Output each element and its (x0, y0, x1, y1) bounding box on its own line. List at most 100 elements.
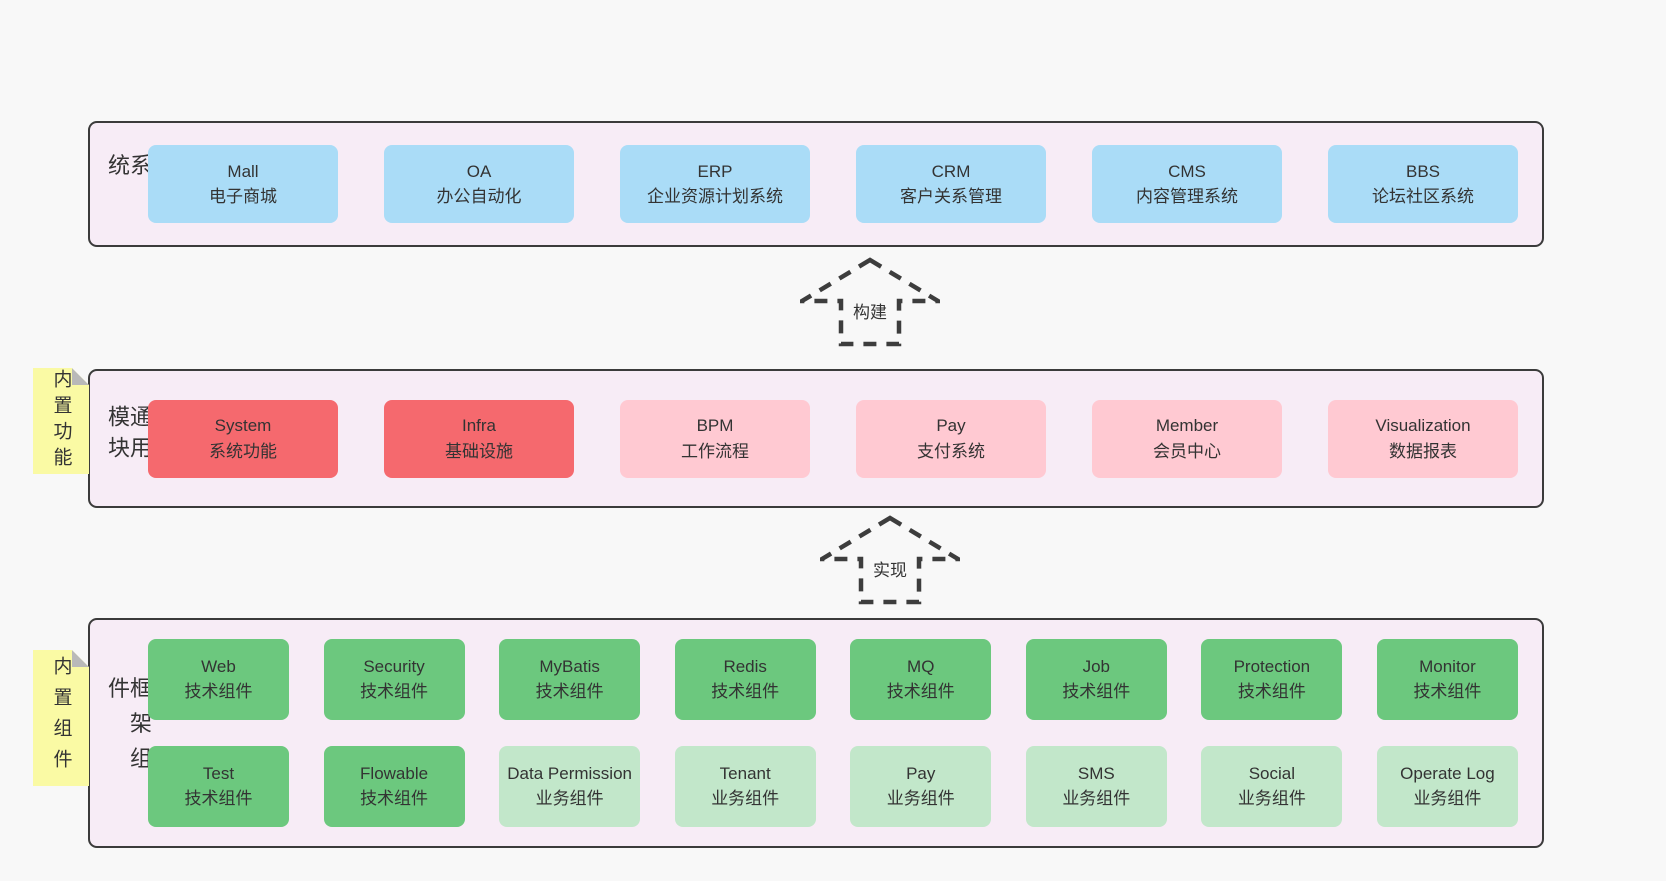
dashed-up-arrow-icon (820, 515, 960, 605)
box-crm: CRM 客户关系管理 (856, 145, 1046, 223)
box-name: Data Permission (507, 764, 632, 784)
dashed-up-arrow-icon (800, 257, 940, 347)
section-common-modules: 通用模块 System 系统功能 Infra 基础设施 BPM 工作流程 Pay 支付系统 Me… (88, 369, 1544, 508)
box-subtitle: 办公自动化 (436, 187, 522, 206)
box-subtitle: 业务组件 (711, 788, 780, 808)
arrow-implement: 实现 (820, 514, 960, 606)
box-mybatis: MyBatis 技术组件 (499, 639, 641, 720)
modules-box-rows: System 系统功能 Infra 基础设施 BPM 工作流程 Pay 支付系统 Member 会… (148, 371, 1518, 506)
arrow-build: 构建 (800, 256, 940, 348)
box-bpm: BPM 工作流程 (620, 399, 810, 478)
box-subtitle: 工作流程 (681, 441, 749, 461)
box-name: ERP (697, 161, 733, 181)
box-row: System 系统功能 Infra 基础设施 BPM 工作流程 Pay 支付系统 Member 会… (148, 399, 1518, 478)
box-name: Mall (227, 161, 259, 181)
box-tenant: Tenant 业务组件 (674, 746, 816, 827)
box-subtitle: 企业资源计划系统 (647, 187, 783, 206)
box-erp: ERP 企业资源计划系统 (620, 145, 810, 223)
box-name: System (214, 416, 272, 435)
box-subtitle: 业务组件 (1237, 788, 1306, 808)
box-name: Pay (906, 764, 936, 784)
box-monitor: Monitor 技术组件 (1376, 639, 1518, 720)
section-label-framework-components: 框架组件 (105, 676, 152, 782)
box-protection: Protection 技术组件 (1201, 639, 1343, 720)
box-subtitle: 技术组件 (184, 788, 253, 808)
box-name: Operate Log (1400, 764, 1495, 784)
box-member: Member 会员中心 (1092, 399, 1282, 478)
box-system: System 系统功能 (148, 399, 338, 478)
section-business-systems: 业务系统 Mall电子商城OA办公自动化ERP企业资源计划系统CRM客户关系管理… (88, 121, 1544, 247)
box-name: Infra (461, 416, 497, 435)
section-label-common-modules: 通用模块 (105, 404, 152, 467)
box-pay: Pay 业务组件 (850, 746, 992, 827)
box-name: Flowable (360, 764, 429, 784)
box-name: Redis (723, 657, 767, 677)
box-name: Monitor (1419, 657, 1476, 677)
box-name: Member (1155, 416, 1219, 435)
box-subtitle: 会员中心 (1153, 441, 1221, 461)
box-name: SMS (1077, 764, 1115, 784)
business-box-rows: Mall 电子商城 OA 办公自动化 ERP 企业资源计划系统 CRM 客户关系管理 CMS 内容… (148, 123, 1518, 245)
box-name: Tenant (719, 764, 771, 784)
box-operate-log: Operate Log 业务组件 (1376, 746, 1518, 827)
box-subtitle: 业务组件 (1413, 788, 1482, 808)
box-name: BBS (1405, 161, 1441, 181)
box-subtitle: 基础设施 (445, 441, 513, 461)
box-subtitle: 技术组件 (1062, 681, 1131, 701)
box-subtitle: 技术组件 (1237, 681, 1306, 701)
box-subtitle: 技术组件 (711, 681, 780, 701)
box-subtitle: 技术组件 (535, 681, 604, 701)
box-subtitle: 业务组件 (886, 788, 955, 808)
box-name: Protection (1233, 657, 1311, 677)
box-subtitle: 电子商城 (209, 187, 277, 206)
box-name: Web (201, 657, 236, 677)
box-bbs: BBS 论坛社区系统 (1328, 145, 1518, 223)
box-name: MyBatis (539, 657, 600, 677)
box-name: OA (466, 161, 492, 181)
arrow-implement-label: 实现 (870, 556, 910, 581)
box-subtitle: 支付系统 (917, 441, 985, 461)
box-mq: MQ 技术组件 (850, 639, 992, 720)
box-social: Social 业务组件 (1201, 746, 1343, 827)
box-name: MQ (907, 657, 935, 677)
box-job: Job 技术组件 (1025, 639, 1167, 720)
box-name: CRM (931, 161, 971, 181)
box-subtitle: 业务组件 (1062, 788, 1131, 808)
box-cms: CMS 内容管理系统 (1092, 145, 1282, 223)
box-subtitle: 客户关系管理 (900, 187, 1002, 206)
box-subtitle: 论坛社区系统 (1372, 187, 1474, 206)
box-name: Job (1082, 657, 1111, 677)
box-name: BPM (696, 416, 734, 435)
box-name: Test (202, 764, 235, 784)
box-security: Security 技术组件 (323, 639, 465, 720)
box-subtitle: 技术组件 (886, 681, 955, 701)
box-subtitle: 技术组件 (360, 681, 429, 701)
box-pay: Pay 支付系统 (856, 399, 1046, 478)
box-redis: Redis 技术组件 (674, 639, 816, 720)
box-subtitle: 数据报表 (1389, 441, 1457, 461)
box-infra: Infra 基础设施 (384, 399, 574, 478)
box-sms: SMS 业务组件 (1025, 746, 1167, 827)
box-name: Security (363, 657, 425, 677)
box-test: Test 技术组件 (148, 746, 289, 827)
arrow-build-label: 构建 (850, 298, 890, 323)
box-name: CMS (1168, 161, 1206, 181)
sticky-note-builtin-features: 内置功能 (33, 368, 89, 474)
box-mall: Mall 电子商城 (148, 145, 338, 223)
box-subtitle: 内容管理系统 (1136, 187, 1238, 206)
sticky-note-builtin-features-label: 内置功能 (50, 369, 72, 473)
box-subtitle: 技术组件 (1413, 681, 1482, 701)
box-row: Mall 电子商城 OA 办公自动化 ERP 企业资源计划系统 CRM 客户关系管理 CMS 内容… (148, 145, 1518, 223)
box-subtitle: 系统功能 (209, 441, 277, 461)
box-name: Social (1248, 764, 1296, 784)
box-oa: OA 办公自动化 (384, 145, 574, 223)
box-name: Pay (936, 416, 966, 435)
